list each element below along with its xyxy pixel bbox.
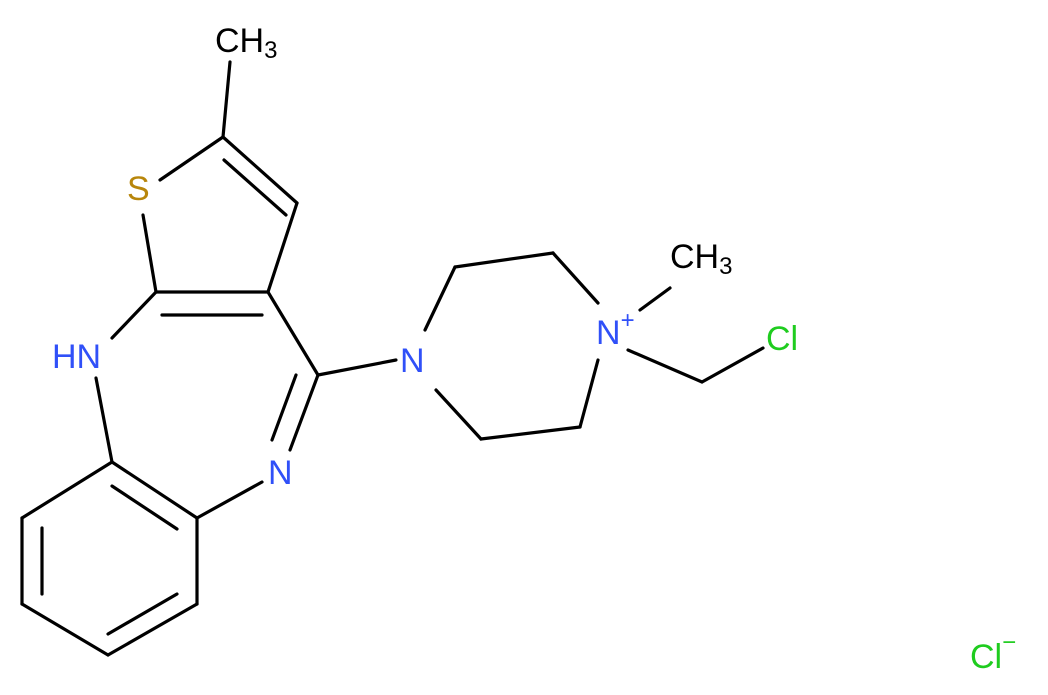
bond — [638, 286, 672, 312]
imine-nitrogen-label: N — [268, 454, 293, 492]
bond — [270, 373, 298, 442]
sulfur-atom-label: S — [127, 170, 150, 208]
bond — [266, 290, 320, 377]
bond — [195, 480, 264, 520]
bond — [221, 60, 232, 139]
chlorine-atom-label: Cl — [766, 320, 798, 358]
bond — [20, 460, 114, 520]
bond — [110, 290, 158, 340]
piperazine-nitrogen-label: N — [400, 342, 425, 380]
bond — [20, 602, 110, 657]
bond — [141, 213, 158, 294]
bond — [700, 346, 765, 384]
bond — [626, 348, 704, 384]
bond — [222, 158, 288, 217]
bond — [158, 135, 225, 182]
bond — [453, 251, 555, 269]
bond — [94, 376, 114, 464]
methyl-top-label: CH3 — [215, 22, 277, 64]
nh-atom-label: HN — [52, 338, 101, 376]
bond — [434, 388, 483, 441]
bond — [551, 251, 600, 305]
bond — [423, 265, 457, 332]
bond-lines — [20, 60, 765, 657]
chloride-counterion-label: Cl− — [970, 629, 1016, 676]
quaternary-nitrogen-label: N+ — [596, 307, 635, 352]
bond — [479, 425, 582, 441]
bond — [288, 373, 320, 452]
bond — [316, 358, 398, 377]
bond — [106, 592, 179, 636]
bond — [106, 602, 199, 657]
bond — [221, 135, 299, 205]
bond — [266, 201, 299, 294]
bond — [578, 358, 600, 429]
bond — [110, 460, 199, 520]
bond — [110, 484, 179, 531]
methyl-right-label: CH3 — [670, 238, 732, 280]
